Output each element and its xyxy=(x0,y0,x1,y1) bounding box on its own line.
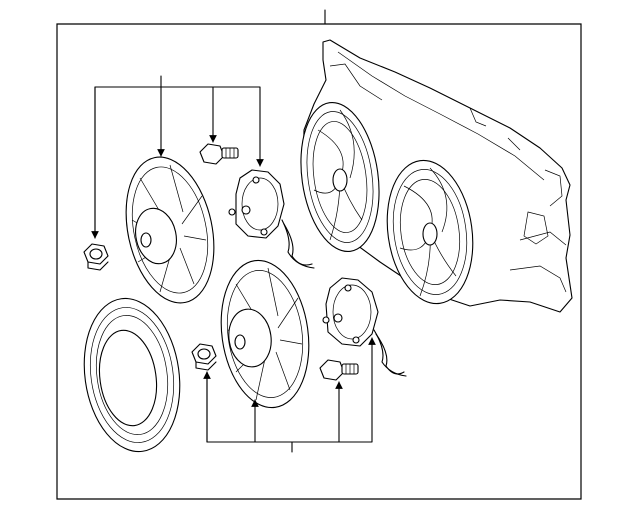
fan-motor-lower[interactable] xyxy=(323,278,406,376)
callout-lower-group xyxy=(203,337,376,452)
nut-lower[interactable] xyxy=(192,344,216,370)
nut-upper[interactable] xyxy=(84,244,108,270)
shroud-fan-opening-left xyxy=(292,97,388,256)
bolt-upper[interactable] xyxy=(200,144,238,164)
fan-motor-upper[interactable] xyxy=(229,170,314,268)
bolt-lower[interactable] xyxy=(320,360,358,380)
diagram-frame xyxy=(57,24,581,499)
fan-blade-upper[interactable] xyxy=(114,149,227,311)
shroud-ring[interactable] xyxy=(75,292,190,458)
shroud-fan-opening-right xyxy=(378,155,481,309)
fan-blade-lower[interactable] xyxy=(212,255,318,414)
callout-upper-group xyxy=(91,76,264,239)
shroud-assembly[interactable] xyxy=(292,40,572,312)
